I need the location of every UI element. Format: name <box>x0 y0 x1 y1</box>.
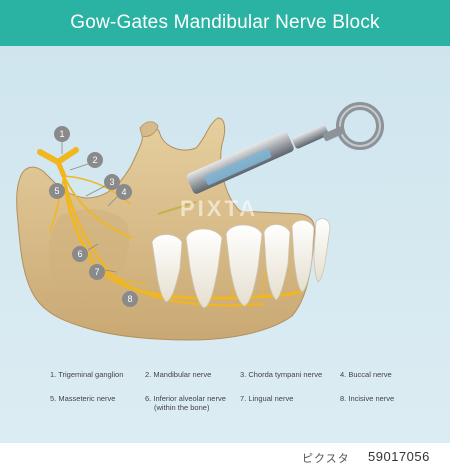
marker-7-label: 7 <box>94 267 99 277</box>
legend-item-6: 6. Inferior alveolar nerve (within the b… <box>145 394 226 412</box>
marker-5 <box>49 183 65 199</box>
legend-item-1: 1. Trigeminal ganglion <box>50 370 124 379</box>
syringe <box>157 102 384 215</box>
syringe-plunger <box>292 124 329 149</box>
marker-5-label: 5 <box>54 186 59 196</box>
teeth <box>151 218 331 309</box>
marker-7 <box>89 264 105 280</box>
legend-item-2: 2. Mandibular nerve <box>145 370 212 379</box>
syringe-needle <box>157 201 197 215</box>
marker-6 <box>72 246 88 262</box>
mandible-illustration: 1 2 3 4 5 6 7 8 <box>16 102 384 341</box>
marker-4 <box>116 184 132 200</box>
title-banner: Gow-Gates Mandibular Nerve Block <box>0 0 450 46</box>
marker-1-label: 1 <box>59 129 64 139</box>
stock-tag: ピクスタ <box>302 453 350 465</box>
legend-item-3: 3. Chorda tympani nerve <box>240 370 323 379</box>
legend: 1. Trigeminal ganglion 2. Mandibular ner… <box>0 370 450 440</box>
marker-8 <box>122 291 138 307</box>
legend-item-8: 8. Incisive nerve <box>340 394 395 403</box>
marker-3 <box>104 174 120 190</box>
pixta-watermark: PIXTA <box>180 196 259 221</box>
page-title: Gow-Gates Mandibular Nerve Block <box>70 12 380 33</box>
marker-3-label: 3 <box>109 177 114 187</box>
marker-4-label: 4 <box>121 187 126 197</box>
number-markers: 1 2 3 4 5 6 7 8 <box>49 126 138 307</box>
marker-8-label: 8 <box>127 294 132 304</box>
legend-item-5: 5. Masseteric nerve <box>50 394 116 403</box>
footer <box>0 443 450 469</box>
marker-1 <box>54 126 70 142</box>
nerve-paths <box>37 147 302 307</box>
syringe-cartridge <box>204 148 272 185</box>
legend-item-7: 7. Lingual nerve <box>240 394 294 403</box>
marker-2 <box>87 152 103 168</box>
marker-6-label: 6 <box>77 249 82 259</box>
stock-id: 59017056 <box>368 449 430 464</box>
legend-item-4: 4. Buccal nerve <box>340 370 392 379</box>
marker-2-label: 2 <box>92 155 97 165</box>
